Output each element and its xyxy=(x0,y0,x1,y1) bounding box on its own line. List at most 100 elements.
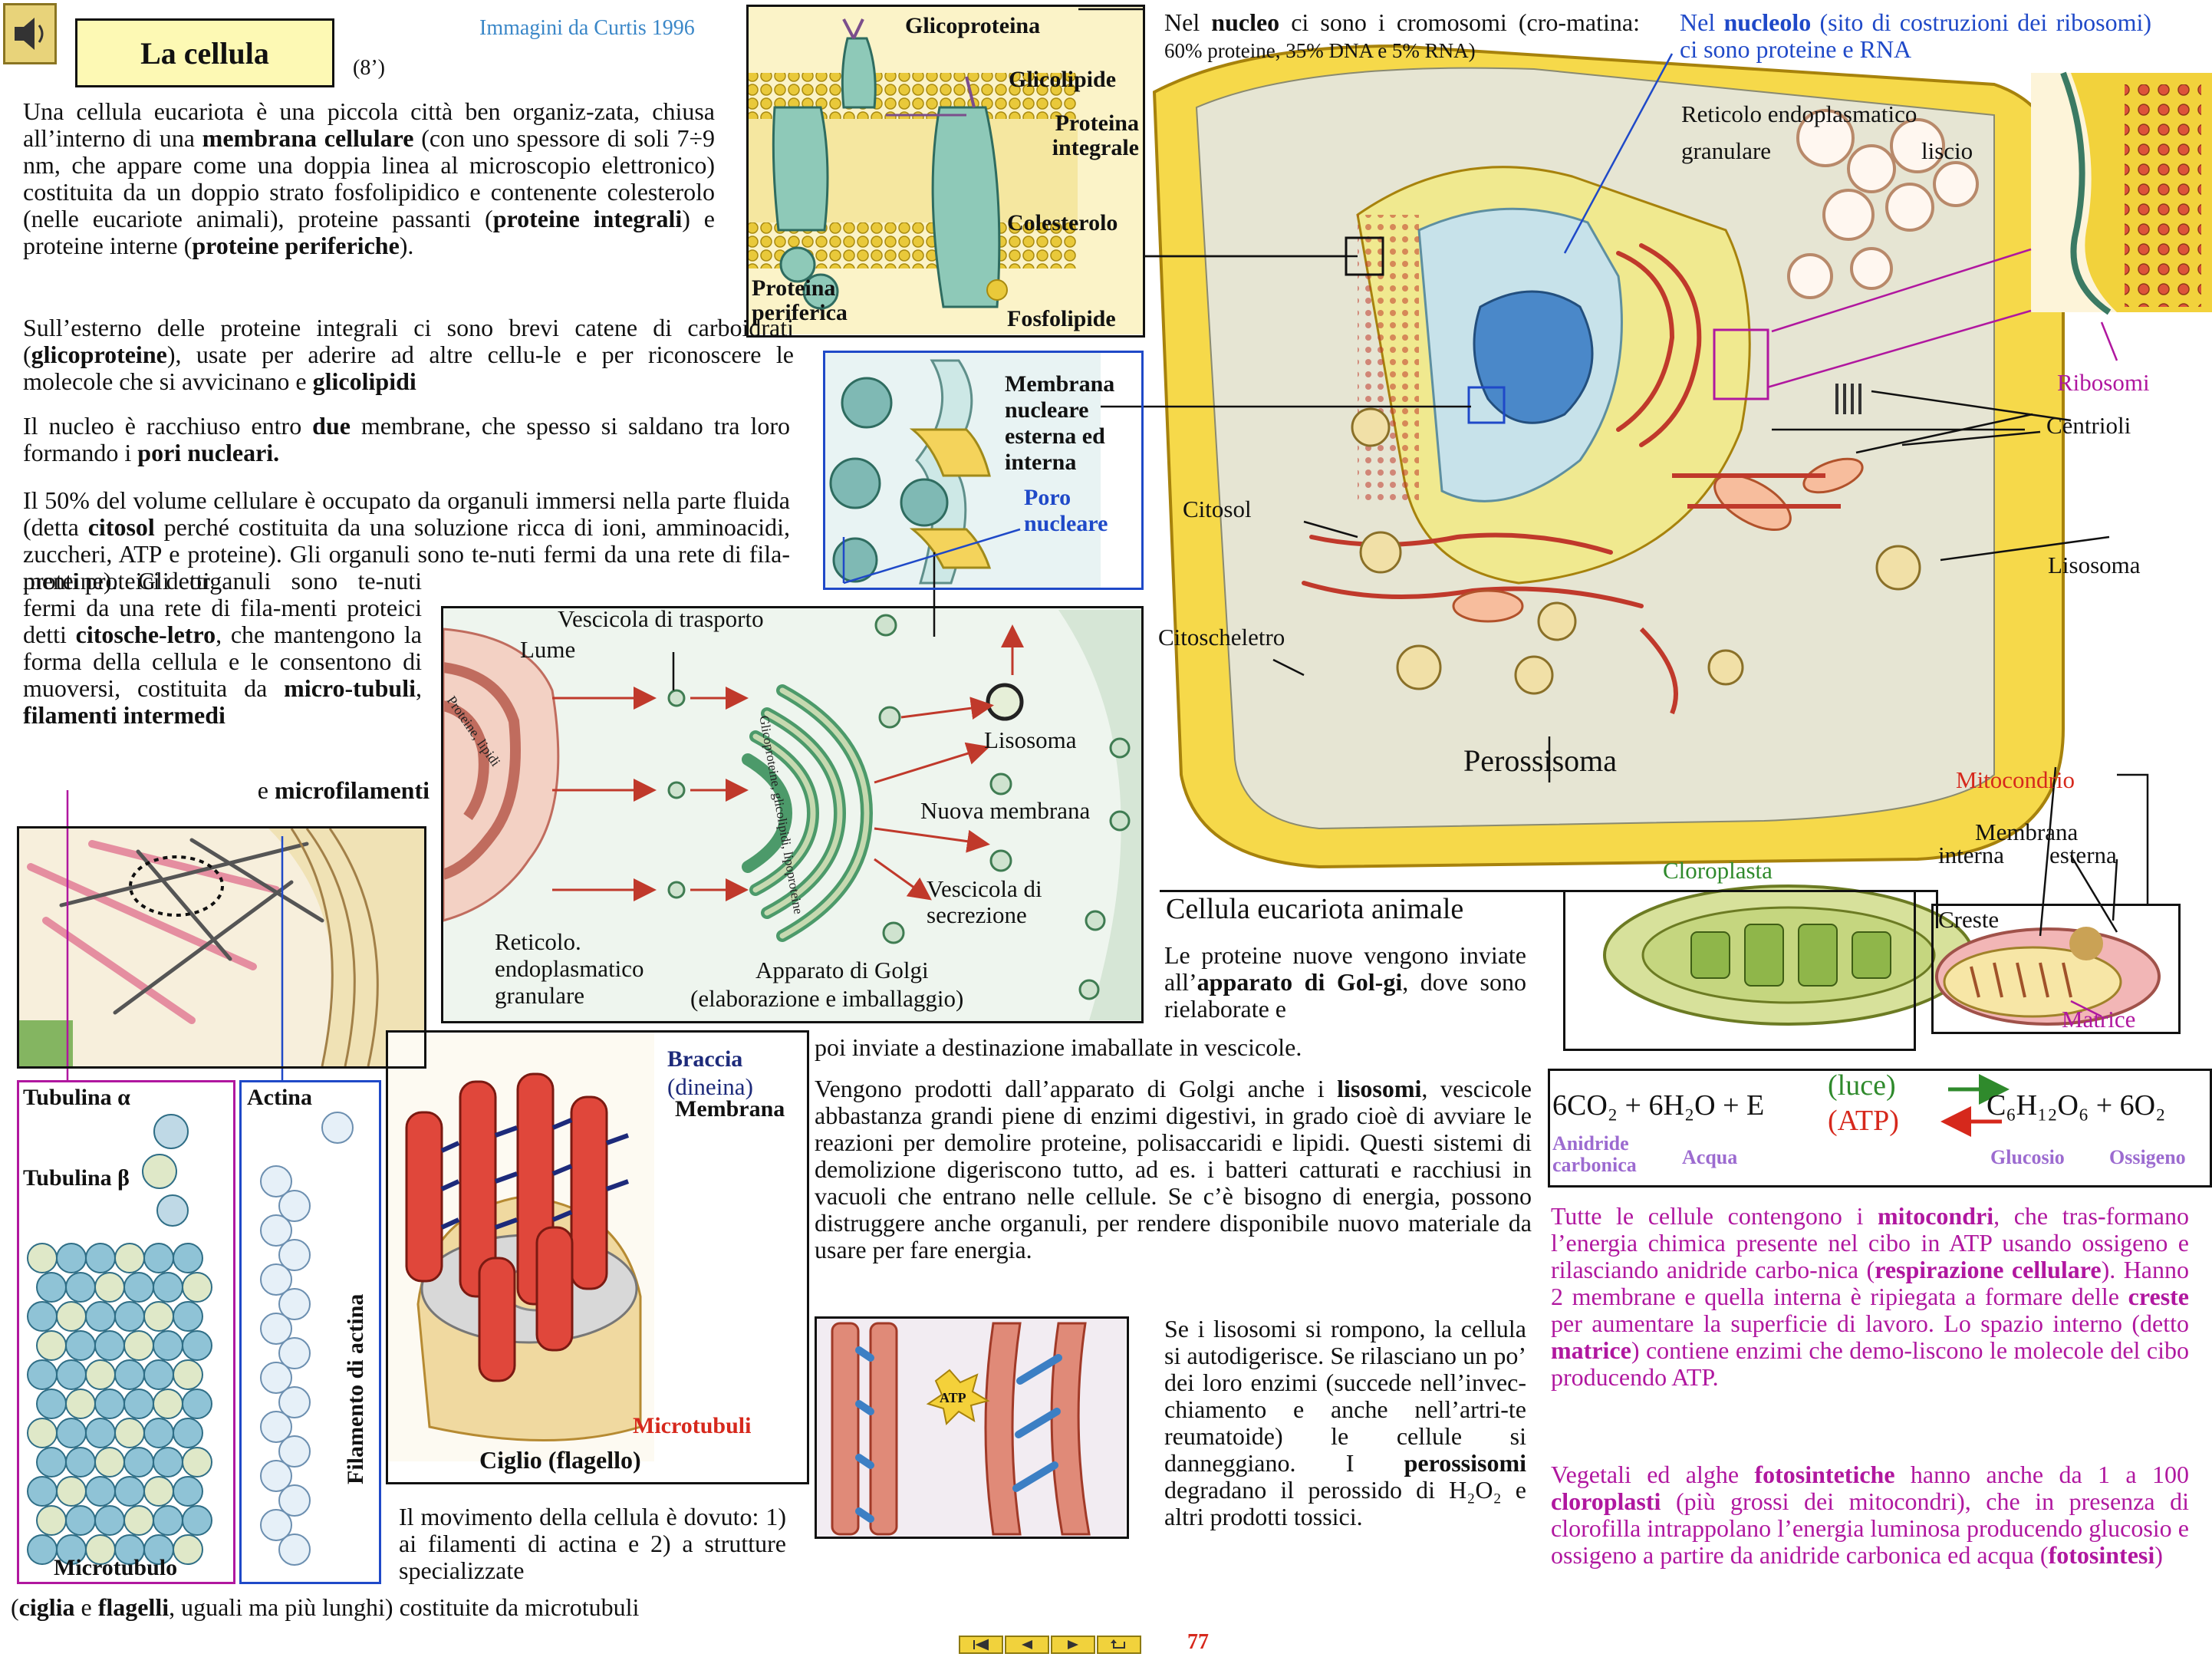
label-apparato-golgi-sub: (elaborazione e imballaggio) xyxy=(690,985,964,1012)
tubulin-subunit xyxy=(173,1418,203,1448)
nuclear-pore-figure xyxy=(823,351,1144,590)
label-apparato-golgi: Apparato di Golgi xyxy=(755,957,929,983)
membrane-paragraph: Una cellula eucariota è una piccola citt… xyxy=(23,97,716,259)
label-microtubuli: Microtubuli xyxy=(633,1413,752,1438)
actin-subunit xyxy=(278,1435,311,1468)
label-liscio: liscio xyxy=(1921,137,1973,164)
cilium-figure xyxy=(386,1030,809,1484)
mitochondrion-figure xyxy=(1931,904,2181,1034)
nucleus-paragraph: Il nucleo è racchiuso entro due membrane… xyxy=(23,412,791,466)
actin-subunit xyxy=(260,1362,292,1394)
label-membrana-nucleare: Membrana nucleare esterna ed interna xyxy=(1005,371,1115,475)
label-vescicola-secrezione: Vescicola di secrezione xyxy=(927,875,1042,928)
golgi-paragraph: Le proteine nuove vengono inviate all’ap… xyxy=(1164,941,1527,1023)
equation-luce: (luce) xyxy=(1828,1069,1896,1102)
speaker-icon xyxy=(15,18,44,50)
label-citosol: Citosol xyxy=(1183,496,1252,522)
speaker-button[interactable] xyxy=(3,3,57,64)
cilium-illustration xyxy=(387,1032,654,1461)
actin-subunit xyxy=(260,1460,292,1492)
label-poro-nucleare: Poro nucleare xyxy=(1024,485,1108,536)
label-golgi-lisosoma: Lisosoma xyxy=(984,726,1077,753)
label-matrice: Matrice xyxy=(2062,1006,2136,1033)
cytosol-paragraph: Il 50% del volume cellulare è occupato d… xyxy=(23,487,790,595)
label-actina: Actina xyxy=(247,1085,312,1110)
label-nuova-membrana: Nuova membrana xyxy=(920,797,1091,824)
label-membrana: Membrana xyxy=(1975,819,2079,845)
tubulin-subunit xyxy=(182,1272,212,1303)
photosynthesis-equation xyxy=(1548,1069,2212,1188)
label-cilium-membrana: Membrana xyxy=(675,1096,785,1122)
actin-illustration xyxy=(260,1112,354,1566)
label-esterna: esterna xyxy=(2049,842,2117,868)
label-proteina-periferica: Proteina periferica xyxy=(752,275,848,325)
microtubule-figure xyxy=(17,1080,235,1584)
golgi-paragraph-continued: poi inviate a destinazione imaballate in… xyxy=(815,1033,1302,1061)
ribosome-inset xyxy=(2031,71,2212,315)
label-filamento-actina: Filamento di actina xyxy=(343,1293,368,1484)
previous-page-button[interactable] xyxy=(1005,1636,1049,1654)
label-mitocondrio: Mitocondrio xyxy=(1956,766,2075,793)
tubulin-subunit xyxy=(182,1389,212,1419)
connector-lines xyxy=(672,8,2149,937)
membrane-figure xyxy=(746,5,1145,338)
dynein-atp-figure xyxy=(815,1316,1129,1539)
label-lume: Lume xyxy=(520,636,576,663)
equation-left: 6CO₂ + 6H₂O + E xyxy=(1552,1089,1765,1122)
label-interna: interna xyxy=(1938,842,2005,868)
lysosome-paragraph: Vengono prodotti dall’apparato di Golgi … xyxy=(815,1075,1532,1263)
cytoskeleton-figure xyxy=(17,826,426,1069)
equation-right: C₆H₁₂O₆ + 6O₂ xyxy=(1987,1089,2166,1122)
tubulin-subunit xyxy=(173,1301,203,1332)
chloroplast-illustration xyxy=(1603,885,1974,1026)
golgi-figure xyxy=(441,606,1144,1023)
nucleolo-text: Nel nucleolo (sito di costruzioni dei ri… xyxy=(1680,8,2152,63)
first-page-button[interactable] xyxy=(959,1636,1003,1654)
return-button[interactable] xyxy=(1097,1636,1141,1654)
nucleo-text: Nel nucleo ci sono i cromosomi (cro-mati… xyxy=(1164,8,1641,63)
nuclear-pore-illustration xyxy=(825,353,1101,588)
actin-subunit xyxy=(278,1288,311,1320)
page-title: La cellula xyxy=(75,18,334,87)
actin-subunit xyxy=(278,1386,311,1418)
label-perossisoma: Perossisoma xyxy=(1463,743,1617,778)
label-citoscheletro: Citoscheletro xyxy=(1158,624,1285,651)
tubulin-subunit xyxy=(173,1359,203,1390)
label-cell-lisosoma: Lisosoma xyxy=(2048,552,2141,578)
actin-subunit xyxy=(278,1190,311,1222)
tubulin-subunit xyxy=(182,1447,212,1477)
source-label: Immagini da Curtis 1996 xyxy=(479,16,695,40)
label-dineina: (dineina) xyxy=(667,1073,753,1100)
microtubule-illustration xyxy=(27,1114,212,1565)
equation-acqua: Acqua xyxy=(1682,1146,1738,1168)
motion-paragraph-last: (ciglia e flagelli, uguali ma più lunghi… xyxy=(11,1593,640,1621)
previous-page-icon xyxy=(1022,1640,1032,1649)
actin-subunit xyxy=(260,1263,292,1296)
duration-label: (8’) xyxy=(353,56,385,80)
equation-ossigeno: Ossigeno xyxy=(2109,1146,2186,1168)
return-icon xyxy=(1111,1639,1125,1649)
glycoprotein-paragraph: Sull’esterno delle proteine integrali ci… xyxy=(23,314,794,395)
label-microtubulo: Microtubulo xyxy=(54,1555,178,1580)
label-fosfolipide: Fosfolipide xyxy=(1007,306,1116,331)
tubulin-subunit xyxy=(173,1534,203,1565)
mitochondrion-illustration xyxy=(1935,927,2161,1026)
actin-monomer xyxy=(321,1112,354,1144)
actin-subunit xyxy=(278,1239,311,1271)
cytoskeleton-paragraph: proteine). Gli organuli sono te-nuti fer… xyxy=(23,567,422,729)
mitochondria-paragraph: Tutte le cellule contengono i mitocondri… xyxy=(1551,1202,2190,1391)
chloroplast-figure xyxy=(1563,890,1916,1051)
label-granulare: granulare xyxy=(1681,137,1772,164)
tubulin-subunit xyxy=(182,1330,212,1361)
next-page-button[interactable] xyxy=(1051,1636,1095,1654)
label-glicoproteina: Glicoproteina xyxy=(905,13,1041,38)
tubulin-subunit xyxy=(173,1476,203,1507)
dynein-atp-illustration xyxy=(815,1318,1126,1537)
label-reticolo-endoplasmatico: Reticolo endoplasmatico xyxy=(1681,100,1917,127)
label-tubulina-beta: Tubulina β xyxy=(23,1165,130,1191)
cytoskeleton-illustration xyxy=(19,828,424,1067)
label-creste: Creste xyxy=(1938,906,2000,933)
actin-figure xyxy=(239,1080,381,1584)
actin-subunit xyxy=(260,1214,292,1247)
tubulin-subunit xyxy=(182,1505,212,1536)
